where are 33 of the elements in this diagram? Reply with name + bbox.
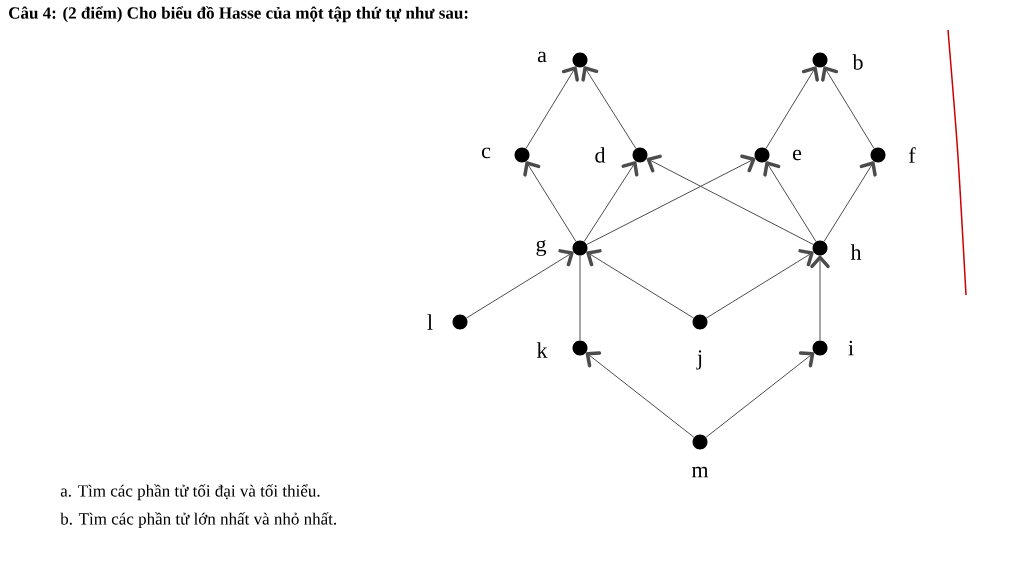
edge-line [646, 154, 814, 245]
vertex-label: i [848, 340, 854, 356]
vertex-label: b [852, 54, 863, 70]
vertex-label: g [536, 239, 547, 256]
question-title: Câu 4: (2 điểm) Cho biểu đồ Hasse của một tập thứ tự như sau: [9, 6, 468, 23]
edge-line [765, 66, 819, 149]
edge-line [763, 161, 817, 242]
edge-line [810, 255, 830, 341]
vertex-label: j [696, 350, 702, 370]
edge-line [585, 351, 695, 438]
vertex-label: h [850, 244, 862, 260]
question-text: a. Tìm các phần tử tối đại và tối thiểu. [60, 484, 320, 501]
question-text: b. Tìm các phần tử lớn nhất và nhỏ nhất. [60, 512, 337, 529]
edge-line [583, 161, 639, 242]
edge-line [821, 66, 875, 149]
vertex-label: a [537, 51, 547, 63]
vertex-label: d [595, 147, 606, 163]
edge-line [581, 66, 637, 149]
vertex-label: l [427, 314, 433, 330]
edge-line [466, 249, 574, 319]
edge-line [705, 351, 815, 438]
edge-line [525, 66, 579, 149]
edge-line [586, 154, 756, 245]
vertex-label: m [691, 466, 709, 478]
edge-line [706, 249, 814, 319]
vertex-label: f [909, 147, 916, 163]
edge-line [823, 161, 877, 242]
vertex-label: c [481, 147, 491, 159]
edge-line [586, 249, 694, 319]
vertex-label: k [536, 342, 548, 358]
edge-line [523, 161, 577, 242]
edge-line [579, 255, 581, 341]
vertex-label: e [793, 149, 802, 161]
